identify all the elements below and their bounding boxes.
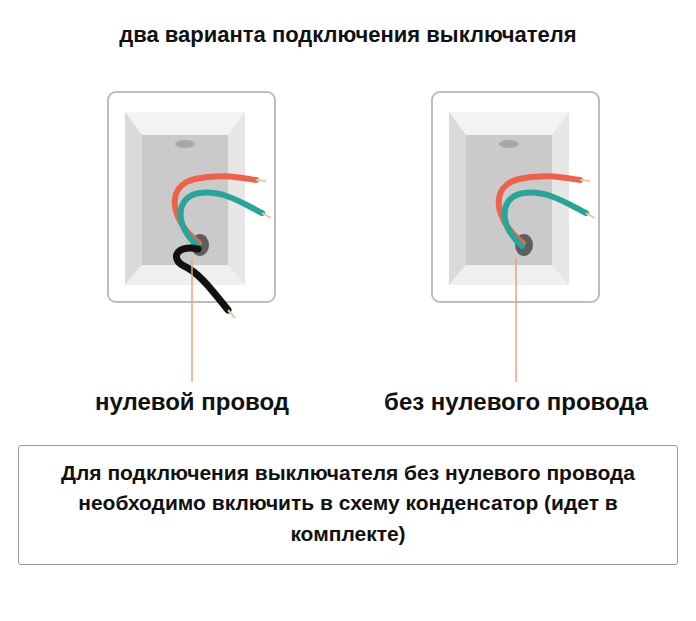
note-text: Для подключения выключателя без нулевого… [59, 458, 637, 549]
box-without-neutral [432, 92, 599, 382]
box-with-neutral [108, 92, 275, 382]
wire-label: нулевой провод [95, 388, 289, 416]
title: два варианта подключения выключателя [119, 22, 576, 48]
note-box: Для подключения выключателя без нулевого… [18, 445, 678, 565]
wire-label: без нулевого провода [384, 388, 648, 416]
